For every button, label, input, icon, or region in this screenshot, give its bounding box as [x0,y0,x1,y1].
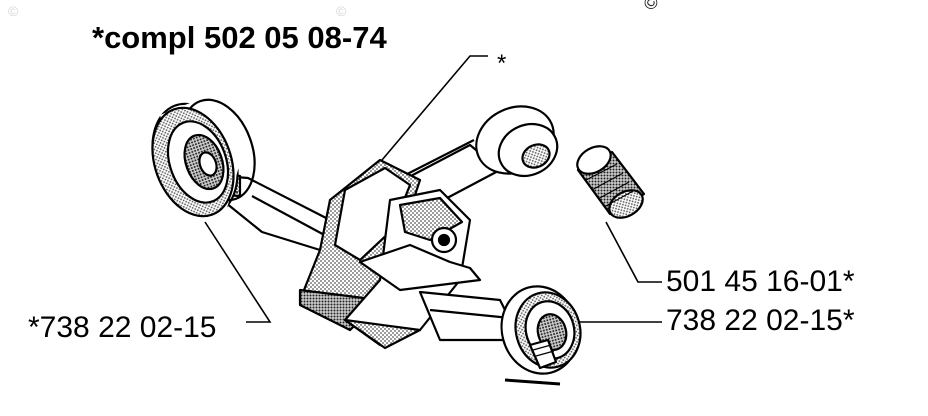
crank-webs [298,158,482,350]
right-bearing [500,285,582,386]
leader-needle-bearing [605,221,662,283]
needle-bearing-part-number: 501 45 16-01* [666,265,855,298]
assembly-part-number: *compl 502 05 08-74 [92,20,387,55]
copyright-watermark: © [336,3,347,19]
copyright-watermark: © [8,3,19,19]
needle-bearing [576,145,646,219]
left-bearing-part-number: *738 22 02-15 [28,311,217,344]
leader-assembly [381,55,488,161]
right-bearing-part-number: 738 22 02-15* [666,304,855,337]
leader-left-bearing [204,221,272,323]
assembly-callout-marker: * [497,50,507,77]
leader-lines [204,55,662,323]
left-bearing [151,95,256,225]
